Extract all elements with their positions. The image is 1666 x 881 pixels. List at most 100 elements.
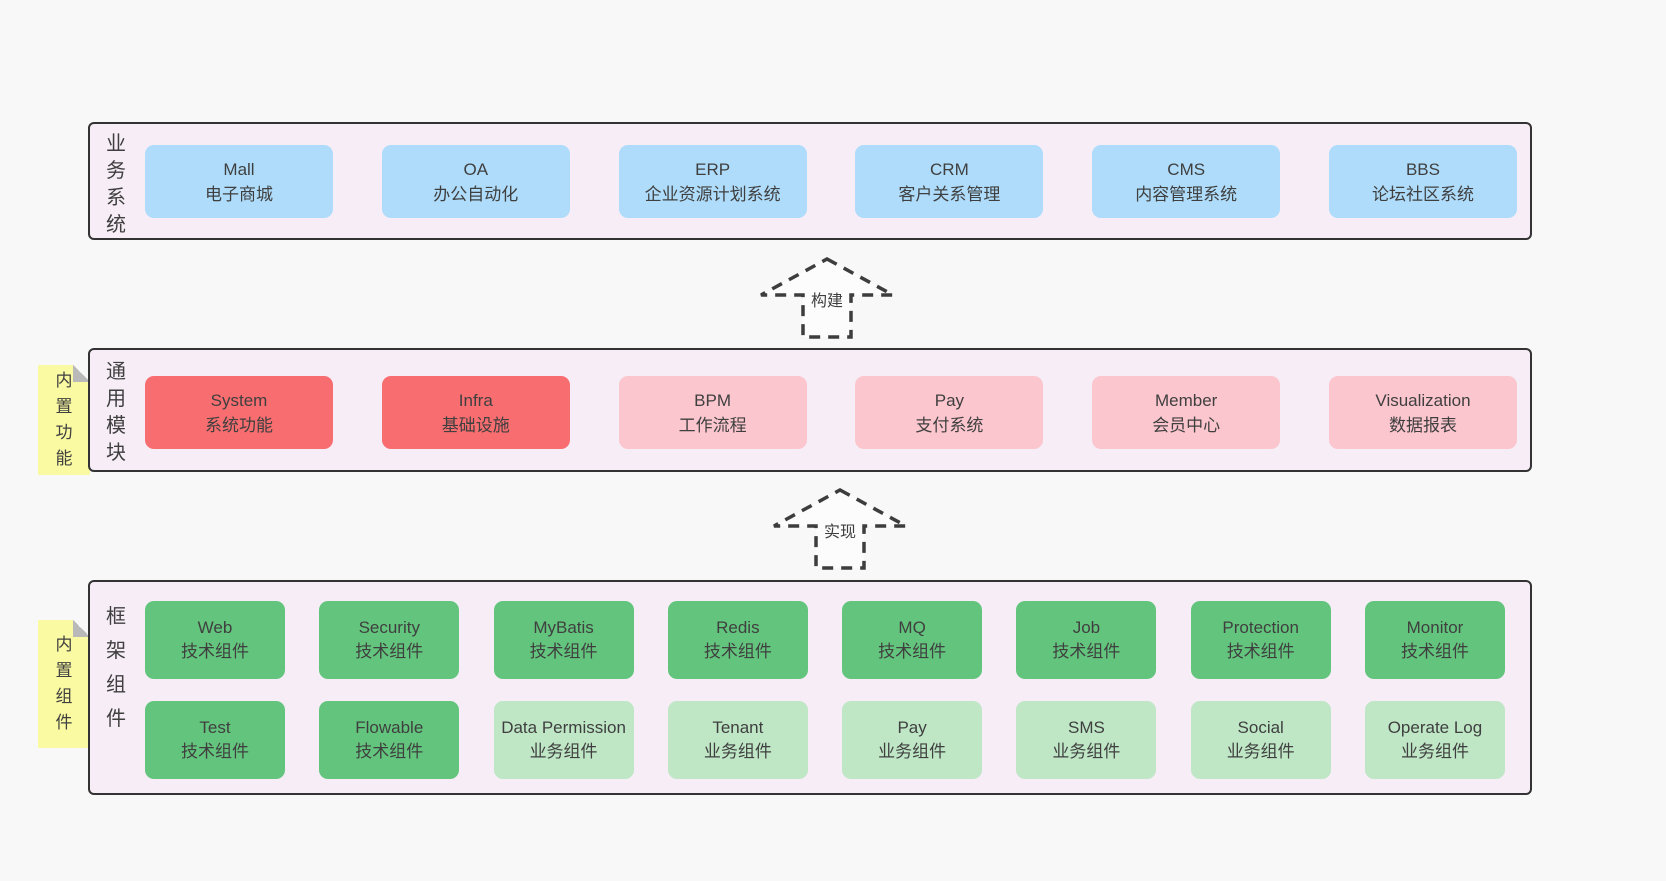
box-title: Test xyxy=(199,718,231,737)
box-title: Data Permission xyxy=(501,718,626,737)
box-subtitle: 技术组件 xyxy=(529,642,598,661)
box-title: Redis xyxy=(716,618,760,637)
box-title: BPM xyxy=(694,390,732,410)
box-erp: ERP 企业资源计划系统 xyxy=(618,145,807,218)
arrow-label: 构建 xyxy=(810,293,844,310)
box-subtitle: 技术组件 xyxy=(703,642,772,661)
band-box-row: System 系统功能 Infra 基础设施 BPM 工作流程 Pay 支付系统… xyxy=(145,376,1517,449)
box-job: Job 技术组件 xyxy=(1016,601,1157,679)
box-subtitle: 基础设施 xyxy=(441,415,510,435)
box-monitor: Monitor 技术组件 xyxy=(1364,601,1505,679)
box-member: Member 会员中心 xyxy=(1092,376,1281,449)
box-title: Protection xyxy=(1222,618,1299,637)
box-subtitle: 业务组件 xyxy=(1226,742,1295,761)
box-system: System 系统功能 xyxy=(145,376,333,449)
box-title: Pay xyxy=(934,390,965,410)
up-arrow-icon xyxy=(773,488,907,570)
box-mq: MQ 技术组件 xyxy=(842,601,983,679)
box-subtitle: 技术组件 xyxy=(181,742,249,761)
box-title: Pay xyxy=(897,718,927,737)
box-subtitle: 技术组件 xyxy=(355,742,424,761)
up-arrow-icon xyxy=(760,257,894,339)
band-label: 业务系统 xyxy=(106,133,126,236)
box-subtitle: 办公自动化 xyxy=(433,184,519,204)
sticky-note-built-in-components: 内置组件 xyxy=(38,620,90,748)
box-title: OA xyxy=(463,159,489,179)
box-flowable: Flowable 技术组件 xyxy=(319,701,460,779)
box-title: BBS xyxy=(1405,159,1440,179)
arrow-implement: 实现 xyxy=(771,487,909,571)
box-protection: Protection 技术组件 xyxy=(1190,601,1331,679)
box-subtitle: 支付系统 xyxy=(915,415,984,435)
box-web: Web 技术组件 xyxy=(145,601,285,679)
box-subtitle: 技术组件 xyxy=(1226,642,1295,661)
box-subtitle: 数据报表 xyxy=(1388,415,1457,435)
sticky-note-label: 内置组件 xyxy=(55,635,73,732)
box-subtitle: 技术组件 xyxy=(878,642,947,661)
box-title: Tenant xyxy=(712,718,764,737)
box-subtitle: 业务组件 xyxy=(1400,742,1469,761)
box-subtitle: 技术组件 xyxy=(1052,642,1121,661)
box-subtitle: 会员中心 xyxy=(1152,415,1221,435)
box-infra: Infra 基础设施 xyxy=(381,376,570,449)
box-bbs: BBS 论坛社区系统 xyxy=(1328,145,1517,218)
arrow-build: 构建 xyxy=(758,256,896,340)
box-title: MQ xyxy=(898,618,926,637)
band-business-systems: 业务系统 Mall 电子商城 OA 办公自动化 ERP 企业资源计划系统 CRM… xyxy=(88,122,1532,240)
box-oa: OA 办公自动化 xyxy=(381,145,570,218)
box-subtitle: 内容管理系统 xyxy=(1135,184,1238,204)
box-subtitle: 论坛社区系统 xyxy=(1371,184,1474,204)
box-social: Social 业务组件 xyxy=(1190,701,1331,779)
box-subtitle: 业务组件 xyxy=(529,742,598,761)
box-security: Security 技术组件 xyxy=(319,601,460,679)
box-title: Web xyxy=(197,618,233,637)
band-box-row: Mall 电子商城 OA 办公自动化 ERP 企业资源计划系统 CRM 客户关系… xyxy=(145,145,1517,218)
box-subtitle: 企业资源计划系统 xyxy=(644,184,781,204)
box-pay-module: Pay 支付系统 xyxy=(855,376,1044,449)
band-framework-components: 框架组件 Web 技术组件 Security 技术组件 MyBatis 技术组件… xyxy=(88,580,1532,795)
box-subtitle: 业务组件 xyxy=(1052,742,1121,761)
box-visualization: Visualization 数据报表 xyxy=(1328,376,1517,449)
box-title: Visualization xyxy=(1375,390,1471,410)
box-subtitle: 技术组件 xyxy=(181,642,249,661)
band-label: 框架组件 xyxy=(106,606,126,730)
box-subtitle: 客户关系管理 xyxy=(898,184,1001,204)
box-title: Job xyxy=(1072,618,1101,637)
band-box-grid: Web 技术组件 Security 技术组件 MyBatis 技术组件 Redi… xyxy=(145,601,1505,779)
box-tenant: Tenant 业务组件 xyxy=(667,701,808,779)
box-title: Security xyxy=(358,618,420,637)
box-mybatis: MyBatis 技术组件 xyxy=(493,601,634,679)
sticky-note-built-in-features: 内置功能 xyxy=(38,365,90,475)
box-subtitle: 业务组件 xyxy=(878,742,947,761)
box-subtitle: 电子商城 xyxy=(205,184,273,204)
box-mall: Mall 电子商城 xyxy=(145,145,333,218)
box-title: Infra xyxy=(458,390,493,410)
box-test: Test 技术组件 xyxy=(145,701,285,779)
box-title: Operate Log xyxy=(1387,718,1483,737)
box-subtitle: 业务组件 xyxy=(703,742,772,761)
box-cms: CMS 内容管理系统 xyxy=(1092,145,1281,218)
box-subtitle: 技术组件 xyxy=(1400,642,1469,661)
box-title: System xyxy=(210,390,268,410)
box-subtitle: 系统功能 xyxy=(205,415,273,435)
box-title: CRM xyxy=(930,159,969,179)
box-redis: Redis 技术组件 xyxy=(667,601,808,679)
box-title: Mall xyxy=(223,159,255,179)
box-title: ERP xyxy=(695,159,731,179)
box-title: Flowable xyxy=(355,718,424,737)
band-label: 通用模块 xyxy=(106,361,126,464)
box-title: Monitor xyxy=(1406,618,1464,637)
box-subtitle: 技术组件 xyxy=(355,642,424,661)
box-title: SMS xyxy=(1067,718,1105,737)
box-sms: SMS 业务组件 xyxy=(1016,701,1157,779)
box-title: Member xyxy=(1155,390,1218,410)
box-title: MyBatis xyxy=(533,618,594,637)
arrow-label: 实现 xyxy=(823,524,857,541)
box-crm: CRM 客户关系管理 xyxy=(855,145,1044,218)
band-common-modules: 通用模块 System 系统功能 Infra 基础设施 BPM 工作流程 Pay… xyxy=(88,348,1532,472)
box-operate-log: Operate Log 业务组件 xyxy=(1364,701,1505,779)
box-title: Social xyxy=(1237,718,1284,737)
box-data-permission: Data Permission 业务组件 xyxy=(493,701,634,779)
box-bpm: BPM 工作流程 xyxy=(618,376,807,449)
